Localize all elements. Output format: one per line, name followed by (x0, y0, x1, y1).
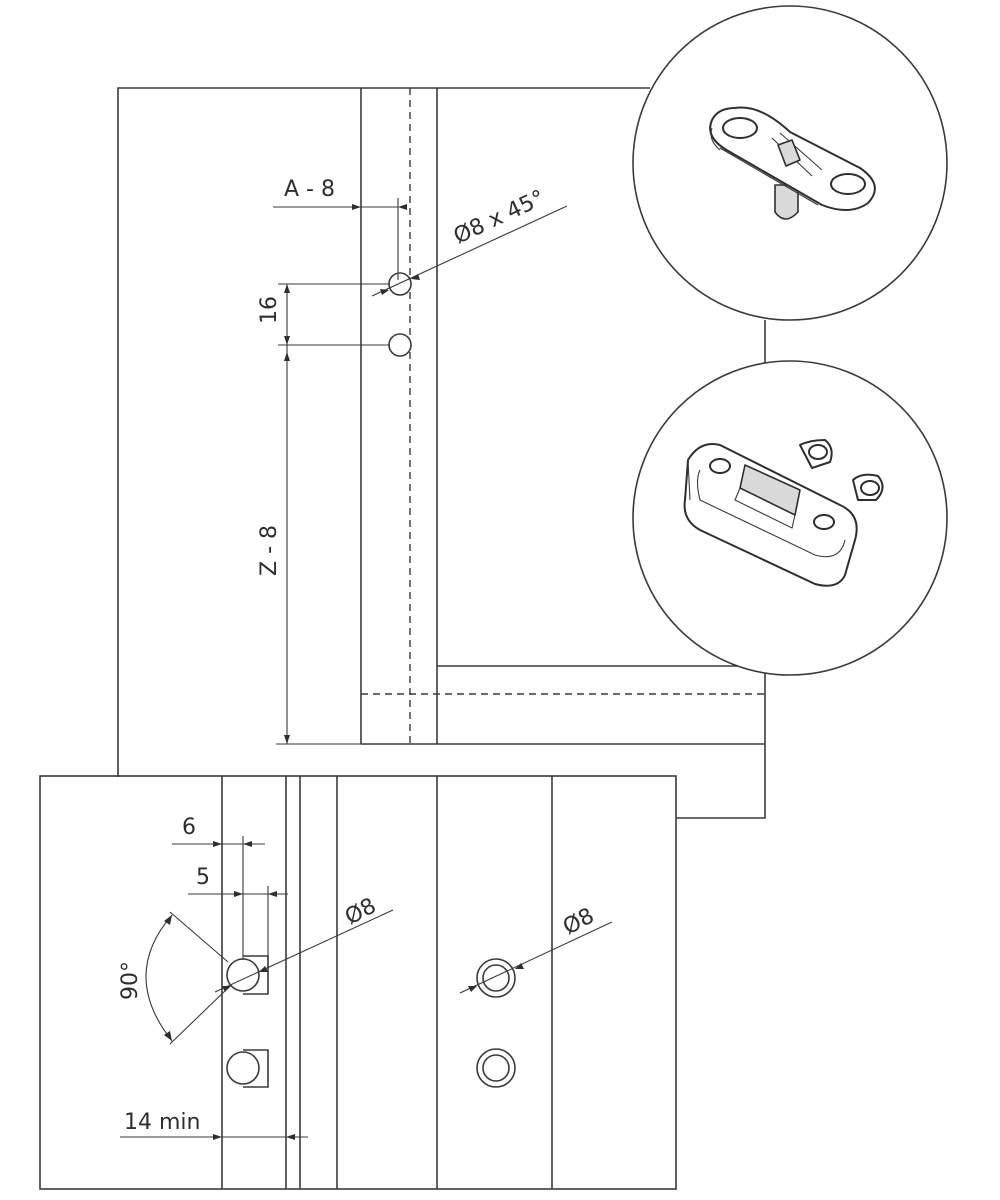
detail-circle-top (632, 5, 948, 321)
dimension-5: 5 (188, 865, 288, 960)
dimension-a: A - 8 (273, 177, 407, 280)
slot-hole (226, 1049, 269, 1088)
dimension-6: 6 (172, 815, 265, 960)
bottom-side-view: 6 5 Ø8 90° (39, 775, 677, 1190)
dim-hole-left-label: Ø8 (341, 894, 380, 931)
slot-hole (226, 955, 269, 995)
dim-6-label: 6 (182, 815, 196, 840)
dim-hole-label: Ø8 x 45° (450, 186, 549, 250)
dim-a-label: A - 8 (284, 177, 335, 202)
dimension-spacing: 16 (257, 283, 390, 346)
dim-z-label: Z - 8 (257, 525, 282, 576)
drill-hole (388, 272, 412, 296)
dimension-angle: 90° (118, 911, 229, 1045)
dim-hole-right-label: Ø8 (559, 904, 598, 941)
dimension-z: Z - 8 (257, 345, 361, 745)
round-hole (476, 958, 516, 998)
drill-hole (388, 333, 412, 357)
connector-top-illustration (709, 106, 876, 220)
detail-circle-bottom (632, 360, 948, 676)
dim-5-label: 5 (196, 865, 210, 890)
dim-min-label: 14 min (124, 1110, 200, 1135)
dim-spacing-label: 16 (257, 296, 282, 324)
dimension-min: 14 min (120, 1110, 308, 1140)
round-hole (476, 1048, 516, 1088)
dim-angle-label: 90° (118, 961, 143, 1000)
connector-perspective-illustration (683, 439, 884, 587)
